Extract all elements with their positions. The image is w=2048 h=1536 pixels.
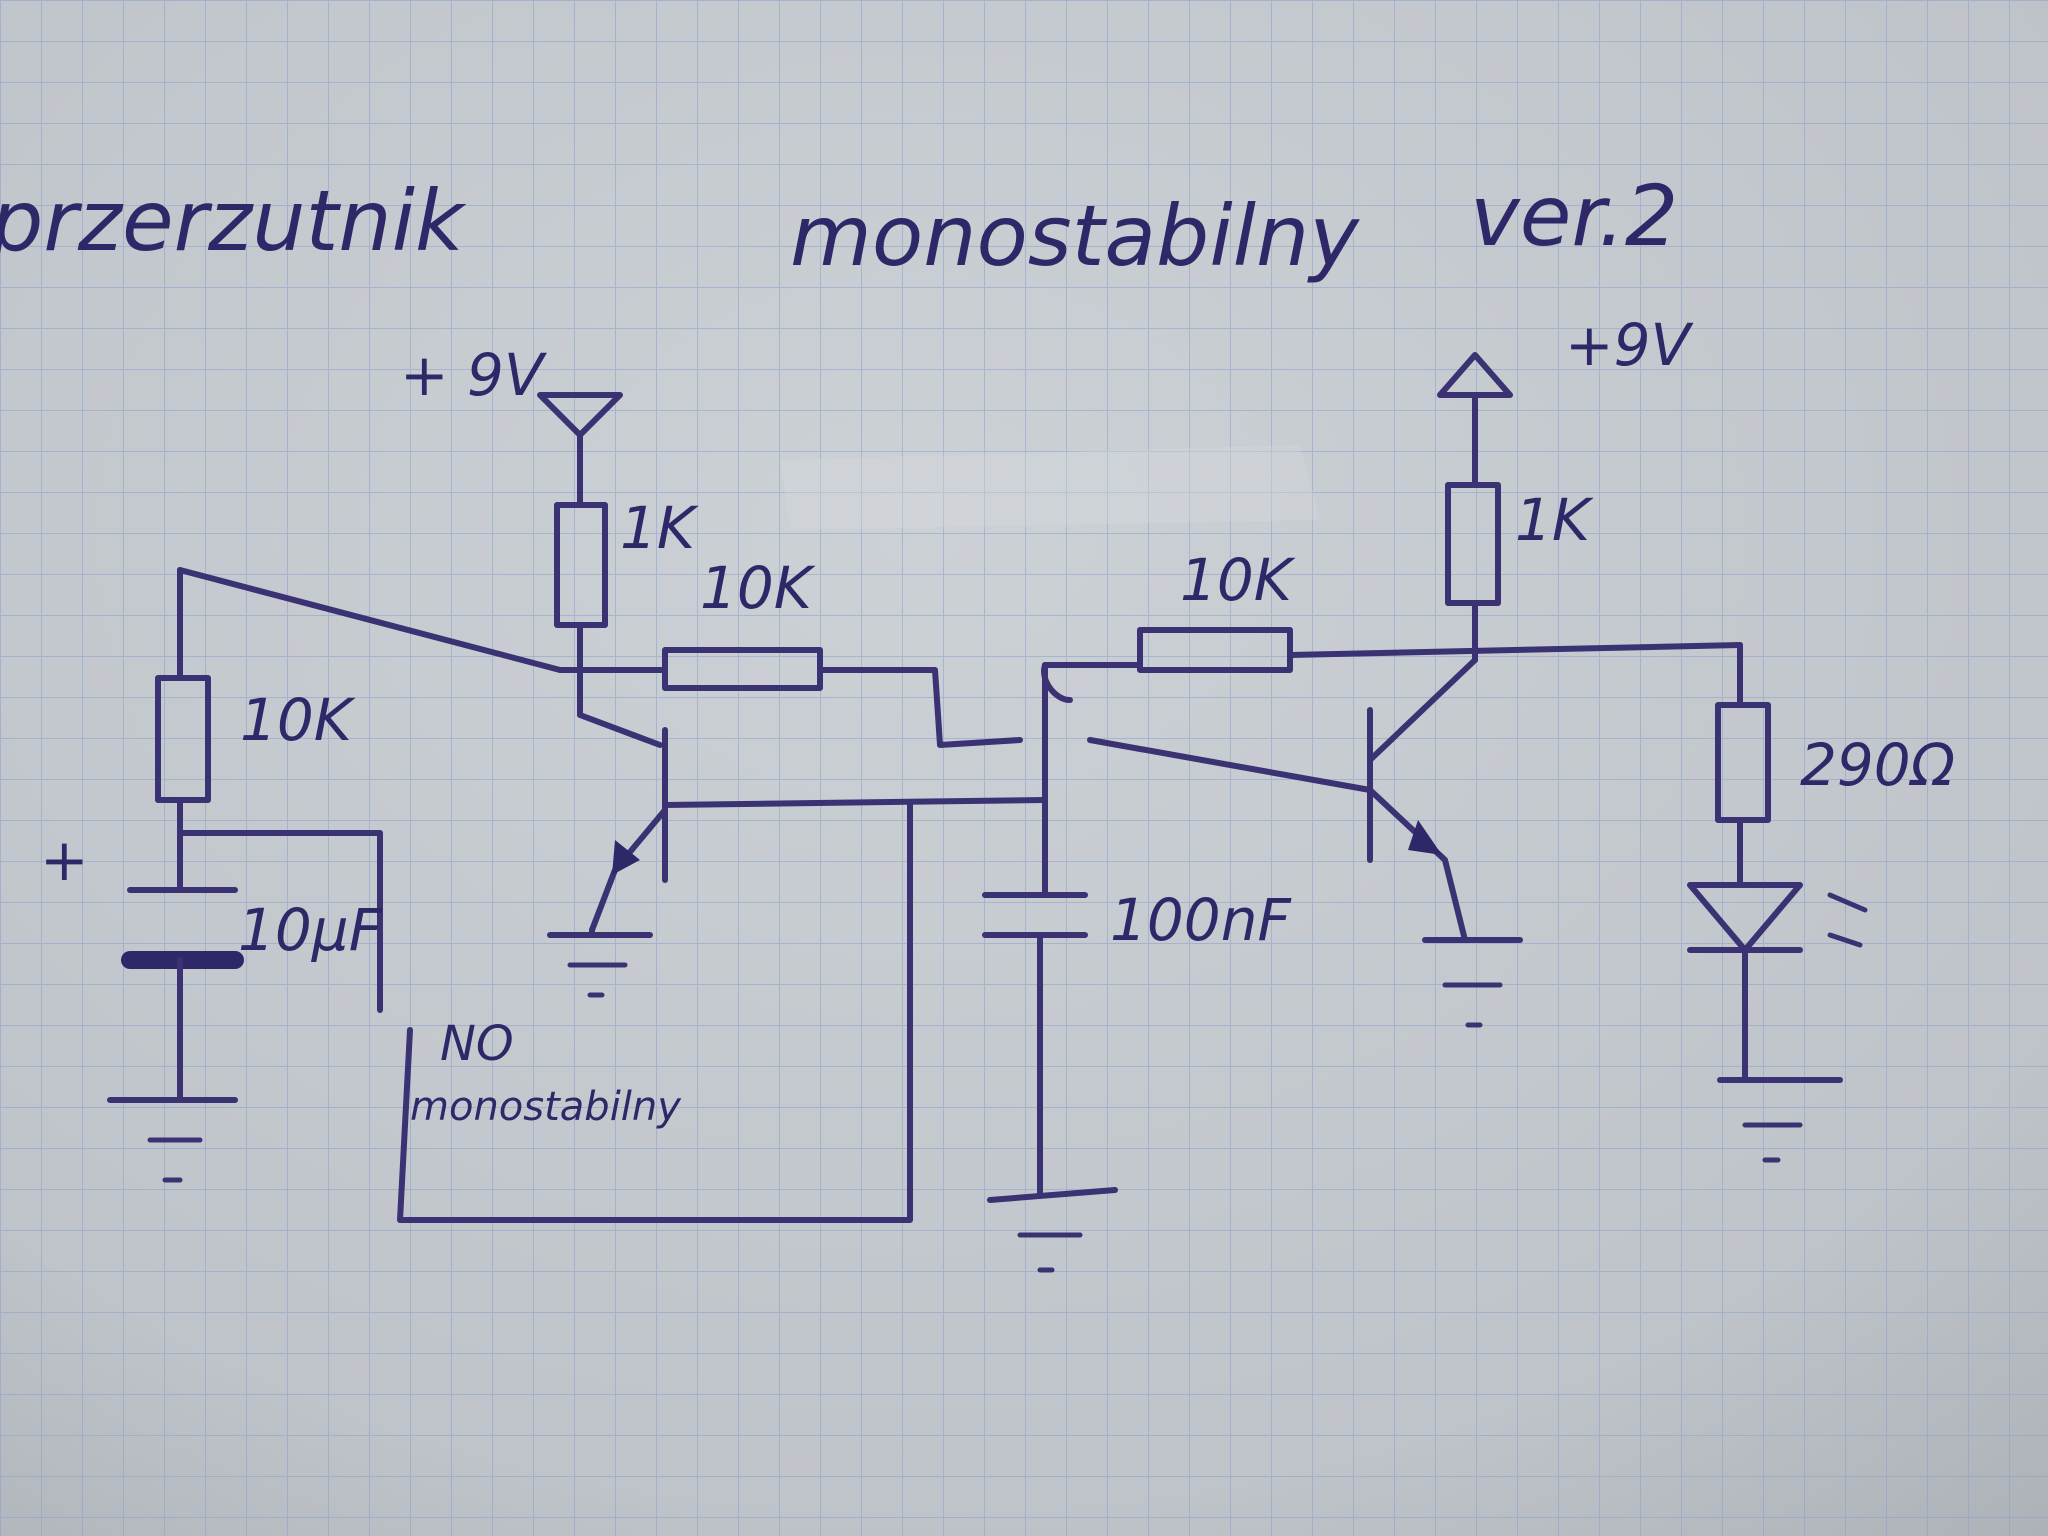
wire-coupling-left-out: [817, 667, 1023, 748]
led-light-ray-2: [1827, 932, 1863, 948]
label-r-led: 290Ω: [1800, 731, 1955, 799]
transistor-left-arrow: [612, 840, 640, 875]
transistor-right-emitter: [1367, 787, 1468, 943]
led-triangle: [1687, 882, 1803, 953]
wire-base-right: [1087, 737, 1373, 793]
left-transistor-stage: [537, 392, 1048, 998]
label-c-timing: 100nF: [1110, 886, 1292, 954]
right-transistor-stage: [1042, 352, 1743, 1028]
label-switch-no: NO: [440, 1016, 514, 1072]
wire-node-right: [1287, 642, 1743, 658]
title-middle: monostabilny: [790, 187, 1360, 285]
label-supply-left: + 9V: [400, 341, 548, 409]
resistor-coupling-right: [1137, 627, 1293, 673]
label-r-collector-right: 1K: [1515, 486, 1594, 554]
paper-crease-highlight: [780, 445, 1320, 530]
label-c-input-plus: +: [40, 826, 89, 894]
wire-crossover: [1041, 662, 1073, 703]
supply-arrow-left: [537, 392, 623, 438]
ground-3-bar: [987, 1187, 1118, 1203]
transistor-right-collector: [1367, 657, 1478, 763]
label-r-collector-left: 1K: [620, 494, 699, 562]
label-supply-right: +9V: [1565, 311, 1694, 379]
title-left: przerzutnik: [0, 172, 467, 270]
transistor-right-arrow: [1408, 820, 1442, 855]
input-rc-branch: [107, 567, 563, 1183]
wire-switch-lead: [177, 830, 383, 1013]
switch-loop: [397, 802, 913, 1223]
label-switch-type: monostabilny: [410, 1084, 682, 1130]
label-r-input: 10K: [240, 686, 356, 754]
transistor-left-collector: [577, 667, 663, 748]
timing-capacitor-branch: [982, 662, 1118, 1273]
wire-input-to-node: [177, 567, 563, 673]
switch-wire: [397, 802, 913, 1223]
led-light-ray-1: [1827, 892, 1868, 913]
label-r-coupling-left: 10K: [700, 554, 816, 622]
label-c-input: 10μF: [238, 896, 384, 964]
led-branch: [1687, 642, 1868, 1163]
wire-base-left: [662, 797, 1048, 808]
title-right: ver.2: [1470, 167, 1678, 265]
label-r-coupling-right: 10K: [1180, 546, 1296, 614]
